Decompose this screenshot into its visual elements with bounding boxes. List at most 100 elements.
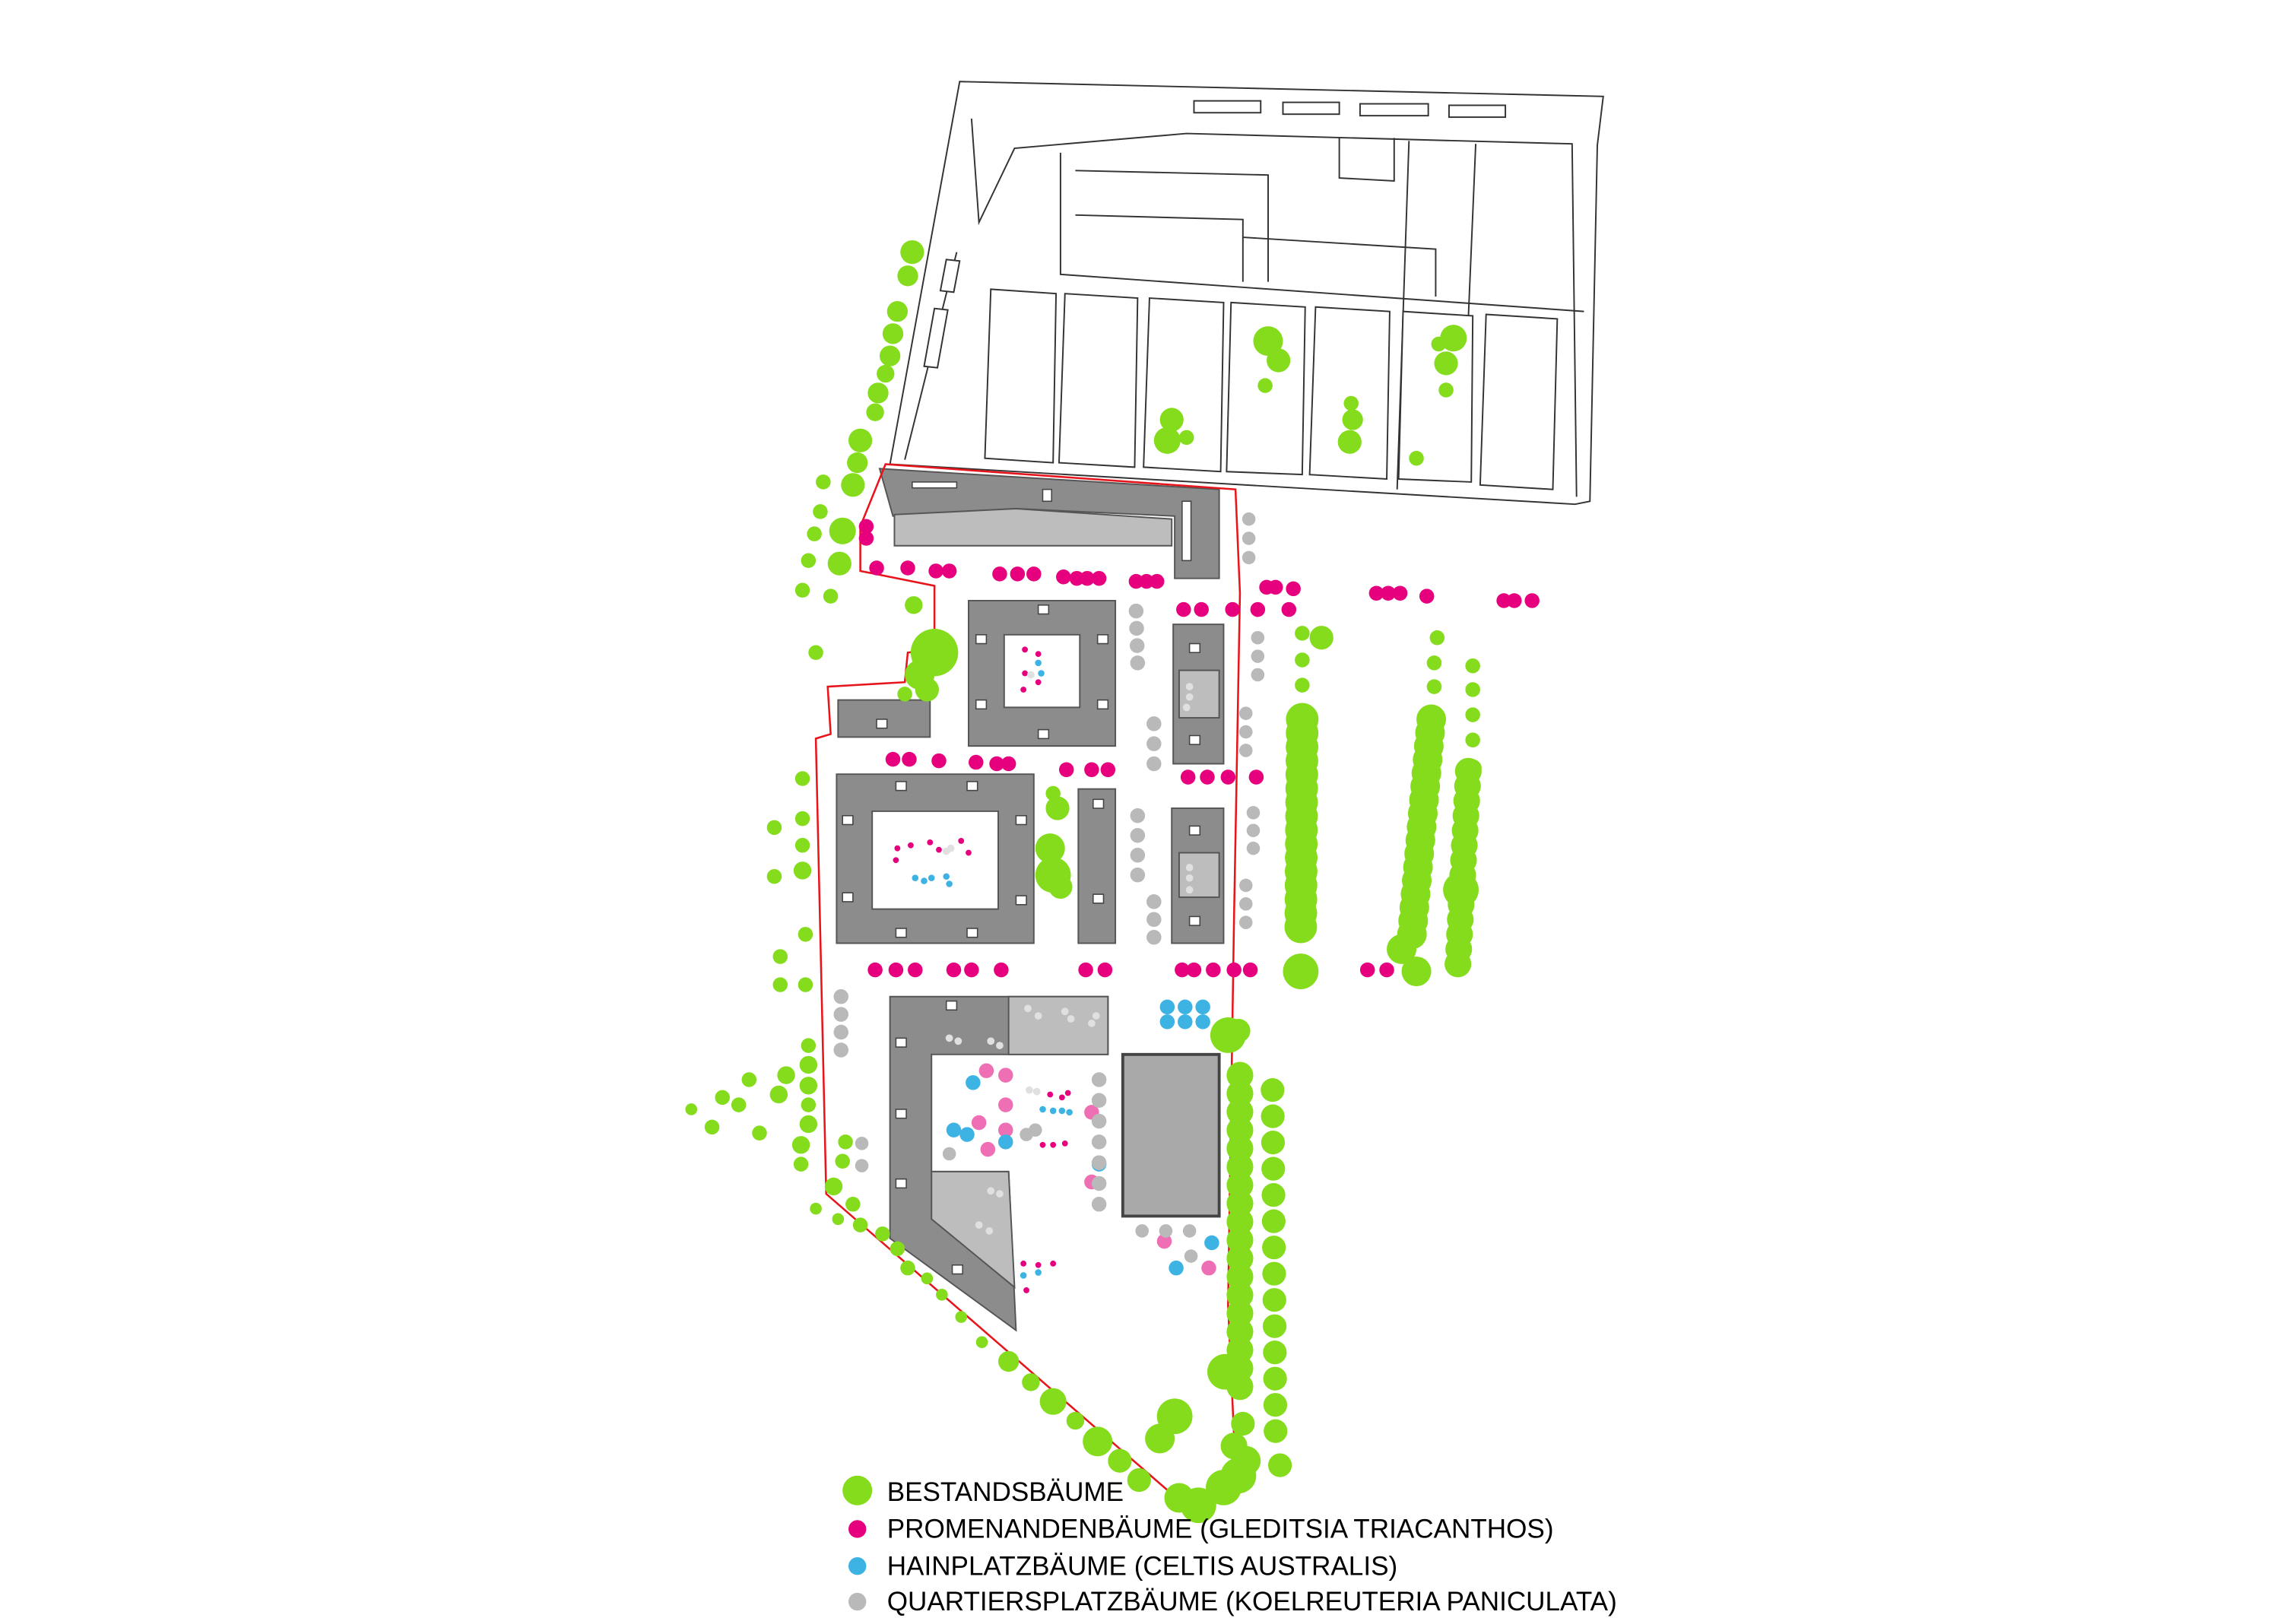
promenade-tree (1381, 585, 1396, 601)
quarter-tree (1129, 620, 1144, 636)
promenade-tree (900, 560, 915, 576)
promenade-tree (1020, 1260, 1027, 1267)
existing-tree (1257, 378, 1273, 393)
legend-label-promenade: PROMENANDENBÄUME (GLEDITSIA TRIACANTHOS) (887, 1515, 1554, 1544)
quarter-tree (833, 1007, 848, 1022)
existing-tree (715, 1090, 730, 1106)
quarter-tree (1238, 897, 1253, 911)
promenade-tree (1010, 566, 1026, 582)
existing-tree (1443, 871, 1479, 908)
existing-tree (1207, 1353, 1243, 1390)
existing-tree (921, 1272, 934, 1285)
existing-tree (1261, 1078, 1285, 1102)
promenade-tree (968, 754, 984, 770)
existing-tree (832, 1213, 845, 1226)
quarter-tree (1246, 823, 1261, 838)
grove-tree (943, 873, 950, 880)
building-opening (1093, 893, 1105, 904)
grove-tree (959, 1127, 975, 1142)
existing-tree (766, 868, 782, 884)
quarter-tree (1238, 725, 1253, 739)
quarter-tree (855, 1159, 869, 1172)
quarter-tree (1130, 828, 1146, 843)
existing-tree (897, 265, 918, 287)
promenade-tree (997, 1068, 1013, 1083)
existing-tree (1127, 1467, 1151, 1493)
promenade-tree (1100, 762, 1116, 778)
existing-tree (1180, 1487, 1216, 1524)
promenade-tree (1186, 962, 1202, 978)
promenade-tree (928, 563, 943, 579)
legend-swatch-quarter (848, 1592, 867, 1611)
existing-tree (1438, 382, 1454, 398)
promenade-tree (1225, 601, 1240, 617)
existing-tree (900, 240, 924, 265)
quarter-tree (996, 1042, 1004, 1049)
existing-tree (1295, 626, 1310, 641)
existing-tree (1426, 679, 1442, 694)
buildings (836, 468, 1225, 1332)
promenade-tree (1084, 762, 1099, 778)
promenade-tree (994, 962, 1009, 978)
existing-tree (886, 300, 909, 322)
quarter-tree (1129, 638, 1145, 653)
existing-tree (1035, 833, 1065, 864)
existing-tree (794, 838, 810, 853)
grove-tree (928, 874, 935, 881)
existing-tree (1226, 1153, 1254, 1181)
existing-tree (877, 364, 895, 383)
existing-tree (1226, 1245, 1254, 1272)
quarter-tree (942, 1147, 956, 1161)
quarter-tree (855, 1137, 869, 1150)
existing-tree (1431, 336, 1447, 352)
quarter-tree (1091, 1134, 1107, 1150)
existing-tree (1283, 953, 1319, 989)
building-opening (1037, 728, 1050, 740)
existing-tree (741, 1072, 757, 1087)
building-opening (842, 892, 854, 903)
grove-tree (1039, 1106, 1046, 1113)
promenade-tree (1020, 687, 1027, 693)
quarter-tree (1182, 1224, 1197, 1238)
quarter-tree (1185, 886, 1194, 894)
quarter-tree (1061, 1007, 1069, 1016)
quarter-tree (1130, 848, 1146, 863)
grove-tree (921, 877, 928, 884)
legend-label-grove: HAINPLATZBÄUME (CELTIS AUSTRALIS) (887, 1551, 1397, 1581)
existing-tree (1226, 1018, 1251, 1043)
building-courtyard-1 (968, 599, 1117, 747)
grove-tree (912, 874, 919, 881)
quarter-tree (945, 1034, 953, 1042)
quarter-tree (1238, 744, 1253, 757)
promenade-tree (1392, 585, 1408, 601)
promenade-tree (1206, 962, 1221, 978)
promenade-tree (1128, 573, 1144, 589)
existing-tree (1226, 1134, 1254, 1163)
grove-tree (946, 1122, 962, 1138)
quarter-tree (833, 988, 848, 1004)
existing-tree (1426, 655, 1442, 671)
building-opening (1188, 825, 1201, 836)
quarter-tree (1146, 894, 1162, 909)
quarter-tree (1185, 683, 1194, 690)
building-opening (975, 634, 988, 645)
existing-tree (890, 1241, 905, 1257)
building-opening (1096, 699, 1109, 710)
promenade-tree (1050, 1260, 1057, 1267)
promenade-tree (1139, 573, 1154, 589)
quarter-tree (1034, 1012, 1042, 1020)
existing-tree (1066, 1411, 1085, 1430)
existing-tree (801, 1097, 817, 1112)
existing-tree (801, 1038, 817, 1053)
promenade-tree (1368, 585, 1384, 601)
grove-tree (1178, 999, 1193, 1015)
existing-tree (1226, 1190, 1254, 1217)
existing-tree (1039, 1388, 1067, 1415)
promenade-tree (1097, 962, 1113, 978)
promenade-tree (989, 756, 1004, 772)
existing-tree (936, 1288, 948, 1301)
building-opening (951, 1264, 963, 1275)
existing-tree (808, 645, 823, 660)
quarter-tree (1027, 671, 1035, 679)
legend-swatch-promenade (848, 1520, 867, 1538)
